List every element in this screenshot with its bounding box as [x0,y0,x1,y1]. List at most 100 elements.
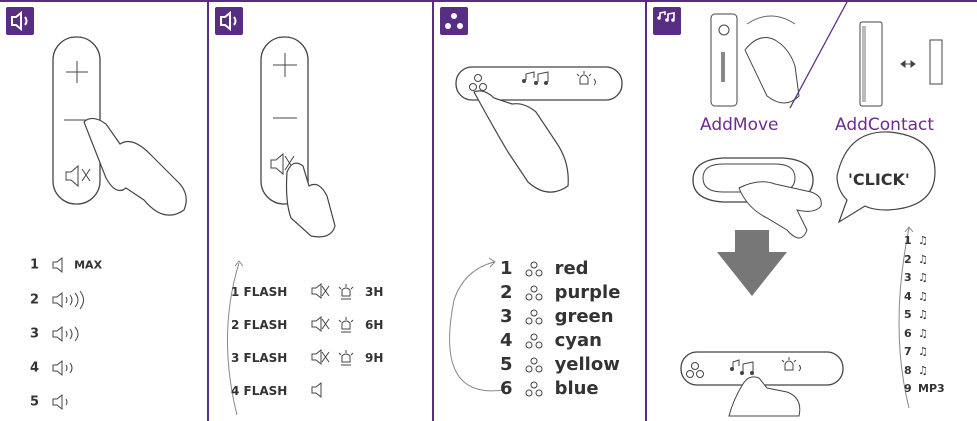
motion-sensor-icon [710,13,738,107]
melody-button-icon [730,359,754,375]
level-number: 5 [30,394,40,410]
music-note-icon: ♫ [918,308,928,321]
color-row: 2 purple [500,281,620,305]
contact-sensor-icon [859,21,943,107]
divider-slash [789,1,848,109]
panel-divider [207,0,209,421]
duration: 3H [365,284,384,299]
addmove-label: AddMove [700,115,779,135]
color-number: 5 [500,354,513,375]
music-note-icon: ♫ [918,326,928,340]
volume-level: 4 [30,358,90,378]
melody-row: 1♫ [904,232,945,251]
addcontact-label: AddContact [835,115,935,135]
cycle-arrow-icon [449,257,505,392]
music-note-icon: ♫ [918,234,928,247]
finger-icon [285,162,336,238]
light-icon [525,333,543,349]
mute-icon [65,164,91,188]
light-icon [525,309,543,325]
melody-number: 5 [904,308,912,321]
color-number: 4 [500,330,513,351]
light-icon [525,261,543,277]
level-number: 4 [30,360,40,376]
mute-icon [311,315,330,333]
finger-icon [738,181,822,239]
melody-number: 2 [904,252,912,266]
melody-number: 6 [904,326,912,340]
color-name: cyan [554,330,602,351]
color-row: 4 cyan [500,329,602,353]
flash-row: 1 FLASH 3H [231,282,384,301]
color-row: 3 green [500,305,614,329]
cycle-arrow-icon [226,260,244,416]
pairing-illustration [680,1,943,417]
mute-icon [311,282,330,300]
panel-light: 1 red 2 purple 3 green 4 cyan 5 yellow 6… [434,0,645,421]
music-note-icon: ♫ [918,345,928,358]
melody-number: 4 [904,289,912,303]
speaker-loud-icon [52,290,84,310]
color-row: 6 blue [500,377,599,401]
color-name: purple [554,282,621,303]
flash-count: 2 FLASH [231,317,288,332]
control-bar-illustration [455,66,623,193]
speaker-min-icon [52,393,68,411]
melody-row: 5♫ [904,306,945,325]
color-number: 1 [500,258,513,279]
hand-icon [744,37,800,104]
light-off-icon [338,284,354,300]
color-number: 6 [500,378,513,399]
plus-icon [273,53,297,77]
wave-arrow-icon [746,15,796,25]
melody-number: 1 [904,234,912,247]
music-notes-icon [653,7,681,35]
flash-count: 4 FLASH [231,383,288,398]
top-border [0,0,977,2]
level-number: 3 [30,326,40,342]
color-number: 3 [500,306,513,327]
light-off-icon [338,350,354,366]
light-icon [525,357,543,373]
speaker-icon [311,381,322,399]
color-name: green [554,306,614,327]
light-button-icon [686,362,704,378]
melody-number: 3 [904,271,912,284]
color-number: 2 [500,282,513,303]
three-dots-icon [440,7,468,35]
color-name: red [554,258,589,279]
volume-level: 3 [30,324,94,344]
volume-button-illustration [52,36,187,216]
melody-number: 8 [904,363,912,377]
melody-row: 7♫ [904,343,945,362]
flash-count: 1 FLASH [231,284,288,299]
plus-icon [66,61,88,83]
level-number: 1 [30,257,40,273]
light-icon [525,381,543,397]
click-text: 'CLICK' [848,170,910,189]
music-note-icon: ♫ [918,289,928,303]
light-off-icon [338,317,354,333]
speaker-icon [215,7,243,35]
melody-row: 3♫ [904,269,945,288]
music-note-icon: ♫ [918,363,928,377]
finger-icon [728,376,801,417]
music-note-icon: ♫ [918,252,928,266]
melody-row: 2♫ [904,251,945,270]
speaker-icon [52,256,63,274]
color-row: 1 red [500,257,589,281]
speaker-icon [6,7,34,35]
speaker-low-icon [52,359,73,377]
mute-light-button-icon [576,71,596,86]
melody-number: 9 [904,382,912,395]
melody-button-icon [522,71,549,85]
mute-light-button-icon [781,357,801,372]
mute-button-illustration [260,36,336,238]
music-note-icon: ♫ [918,271,928,284]
melody-row: 8♫ [904,362,945,381]
panel-volume: 1 MAX 2 3 4 5 [0,0,207,421]
